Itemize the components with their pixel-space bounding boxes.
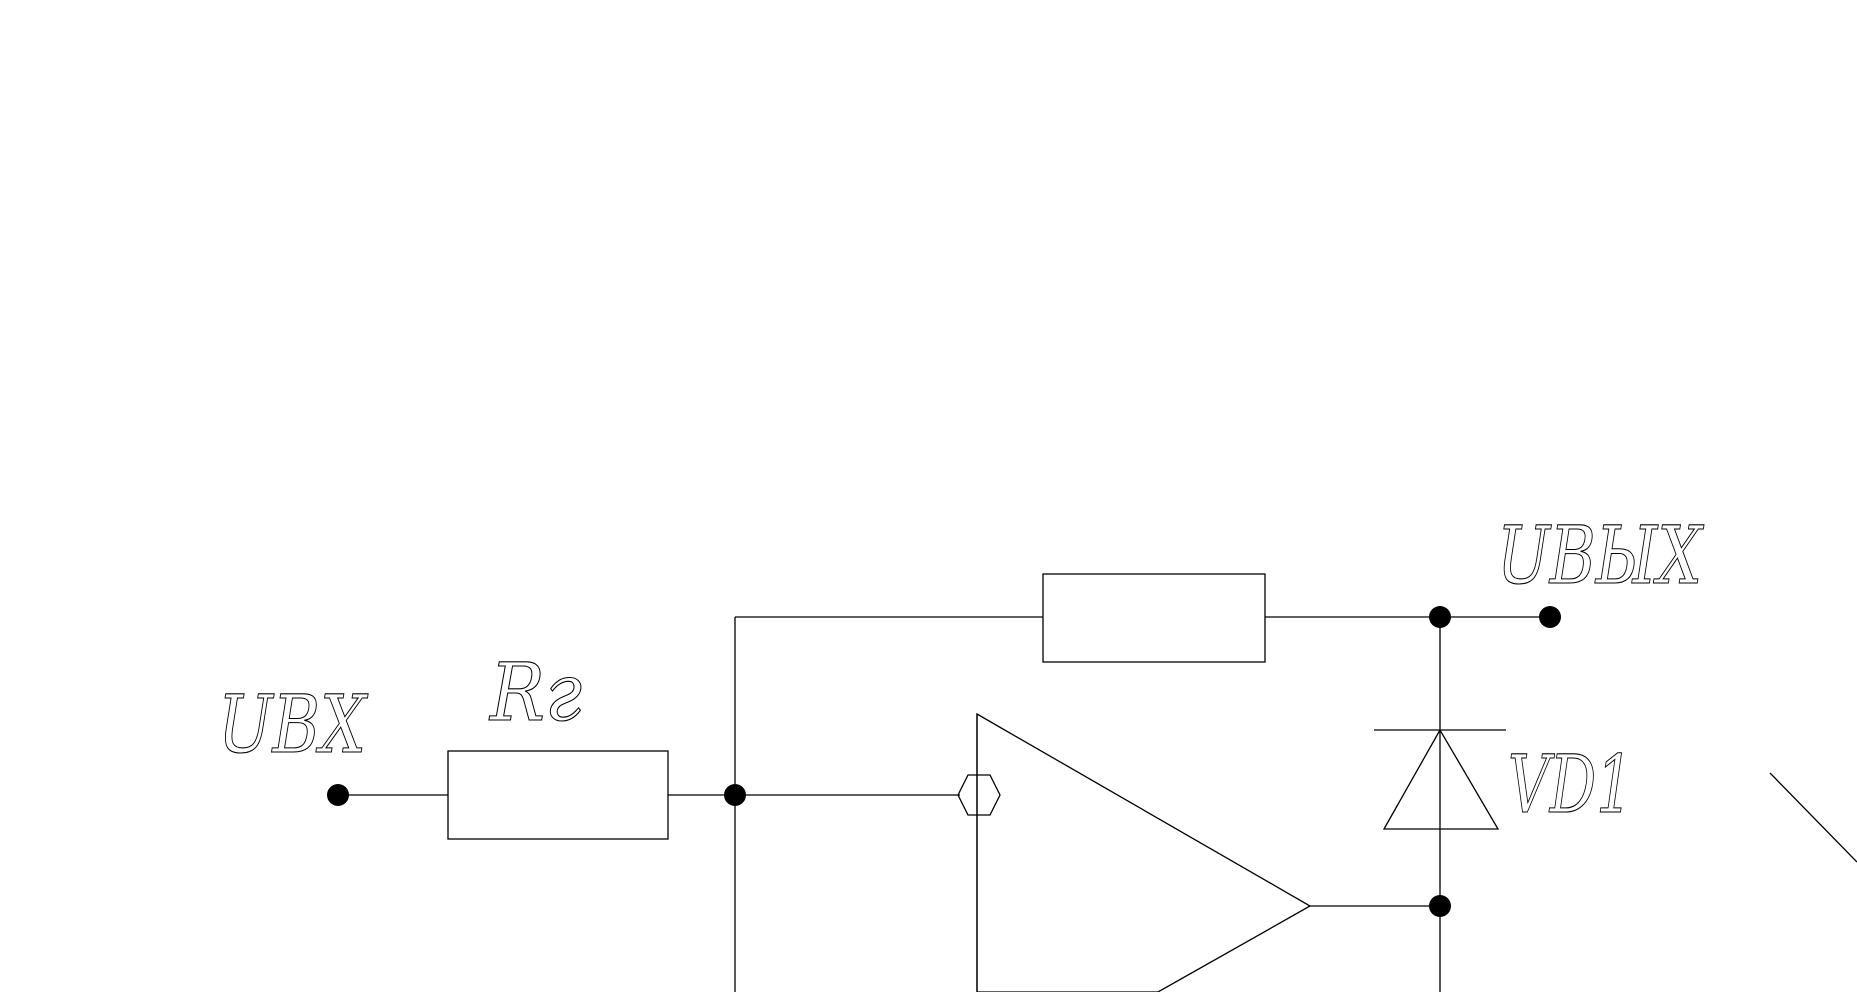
input-resistor	[447, 750, 669, 840]
resistor-label: Rг	[488, 646, 582, 739]
edge-diagonal-line	[1769, 772, 1857, 863]
inverting-input-marker	[957, 774, 1001, 816]
input-voltage-label: UBX	[218, 678, 368, 771]
output-terminal	[1539, 606, 1561, 628]
diode-triangle	[1382, 728, 1500, 830]
feedback-resistor	[1042, 573, 1266, 663]
opamp-triangle	[976, 712, 1312, 992]
output-voltage-label: UBЫX	[1497, 509, 1704, 602]
diode-label: VD1	[1508, 738, 1633, 831]
